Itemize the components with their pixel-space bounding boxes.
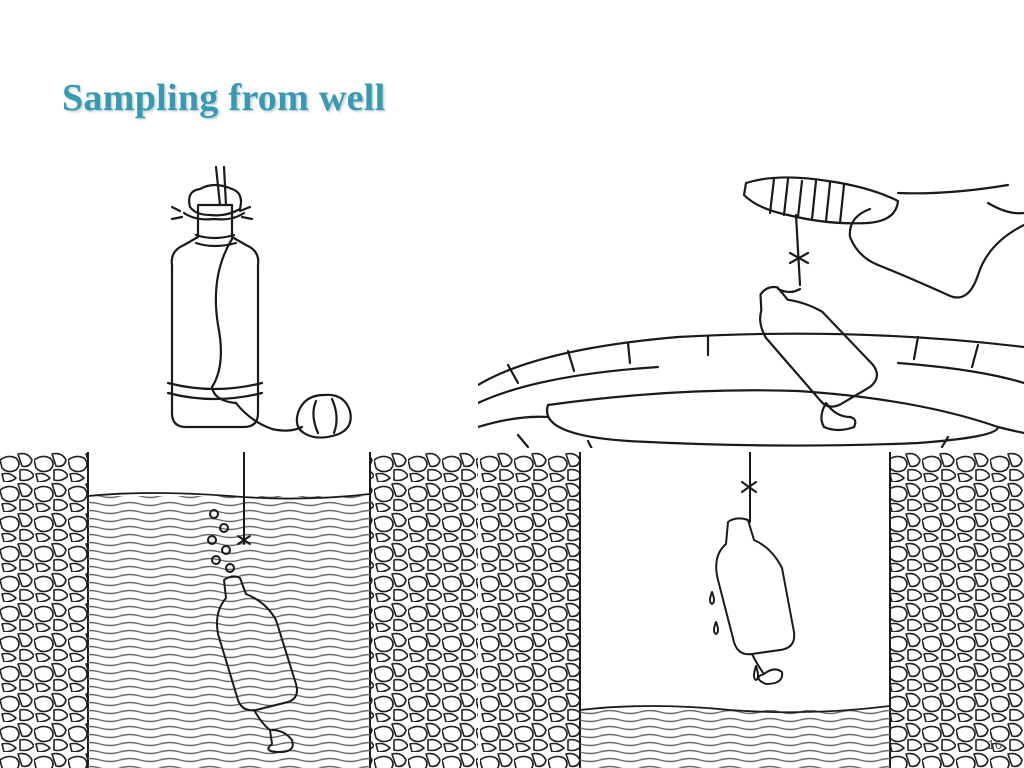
weighted-bottle-icon [166,165,352,439]
bottle-raised-panel [480,452,1024,768]
bottle-submerged-panel [0,452,478,768]
bottle-submerged-icon [0,452,478,768]
lowering-into-well-panel [478,165,1024,448]
page-number: 16 [987,737,1002,752]
slide-title: Sampling from well [62,77,386,119]
hand-lowering-bottle-icon [478,176,1024,448]
weighted-bottle-panel [140,165,475,448]
bottle-raised-icon [480,452,1024,768]
